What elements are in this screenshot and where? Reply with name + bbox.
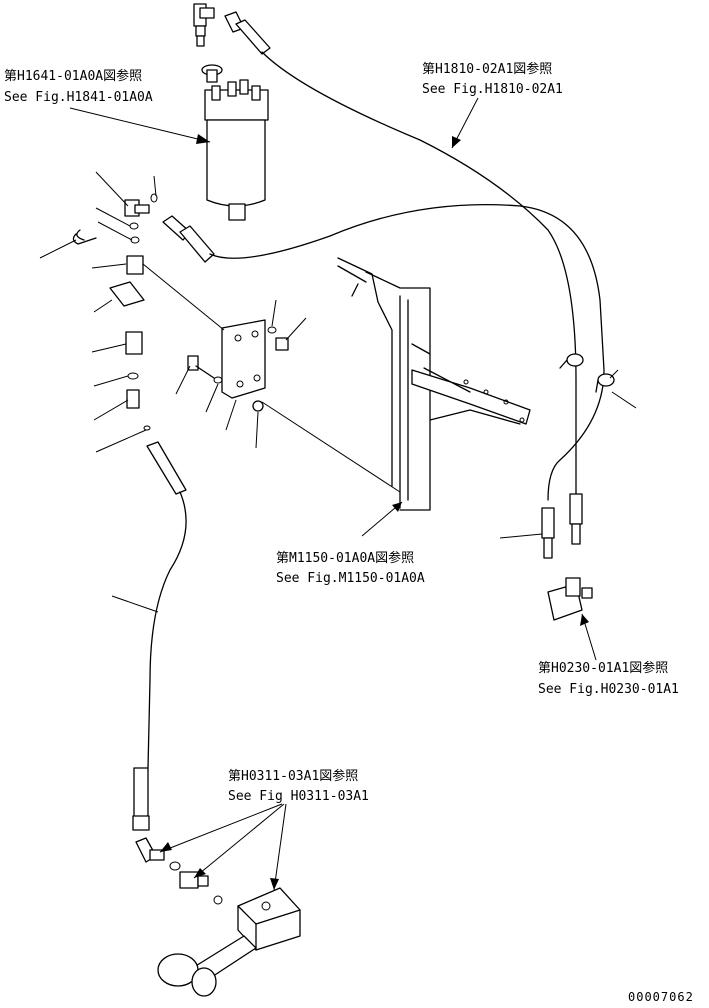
- upper-fuel-line: [209, 51, 605, 501]
- bottom-fittings: [135, 837, 223, 905]
- fuel-filter: [201, 64, 269, 221]
- top-elbow-fitting: [193, 3, 215, 47]
- lower-fuel-line: [132, 441, 187, 831]
- ref-h0311-en: See Fig H0311-03A1: [228, 789, 369, 804]
- hook-fitting: [72, 229, 97, 245]
- reference-label-h1841: 第H1641-01A0A図参照 See Fig.H1841-01A0A: [4, 68, 153, 105]
- ref-h0311-jp: 第H0311-03A1図参照: [228, 768, 358, 784]
- banjo-elbow: [124, 193, 158, 244]
- hose-ends-right: [541, 493, 583, 559]
- figure-number: 00007062: [628, 990, 694, 1004]
- ref-h1841-jp: 第H1641-01A0A図参照: [4, 68, 142, 84]
- valve-block: [547, 577, 593, 621]
- mounting-bracket: [221, 319, 266, 399]
- ref-h0230-en: See Fig.H0230-01A1: [538, 682, 679, 697]
- ref-h0230-jp: 第H0230-01A1図参照: [538, 660, 668, 676]
- reference-label-h0311: 第H0311-03A1図参照 See Fig H0311-03A1: [228, 768, 369, 804]
- reference-label-m1150: 第M1150-01A0A図参照 See Fig.M1150-01A0A: [276, 550, 425, 586]
- clamp-right: [595, 373, 615, 393]
- ref-h1841-en: See Fig.H1841-01A0A: [4, 90, 153, 105]
- ref-h1810-en: See Fig.H1810-02A1: [422, 82, 563, 97]
- ref-m1150-en: See Fig.M1150-01A0A: [276, 571, 425, 586]
- reference-label-h1810: 第H1810-02A1図参照 See Fig.H1810-02A1: [422, 61, 563, 97]
- top-hose-end: [224, 11, 271, 55]
- leader-lines: [39, 171, 637, 613]
- machine-frame: [337, 257, 531, 511]
- clamp-left: [559, 353, 584, 369]
- reference-label-h0230: 第H0230-01A1図参照 See Fig.H0230-01A1: [538, 660, 679, 697]
- water-separator-elbow: [157, 887, 301, 997]
- reference-arrows: [69, 97, 597, 891]
- hex-fittings: [109, 255, 151, 431]
- ref-m1150-jp: 第M1150-01A0A図参照: [276, 550, 414, 566]
- ref-h1810-jp: 第H1810-02A1図参照: [422, 61, 552, 77]
- bolt: [187, 326, 289, 412]
- hose-end-mid: [162, 215, 215, 263]
